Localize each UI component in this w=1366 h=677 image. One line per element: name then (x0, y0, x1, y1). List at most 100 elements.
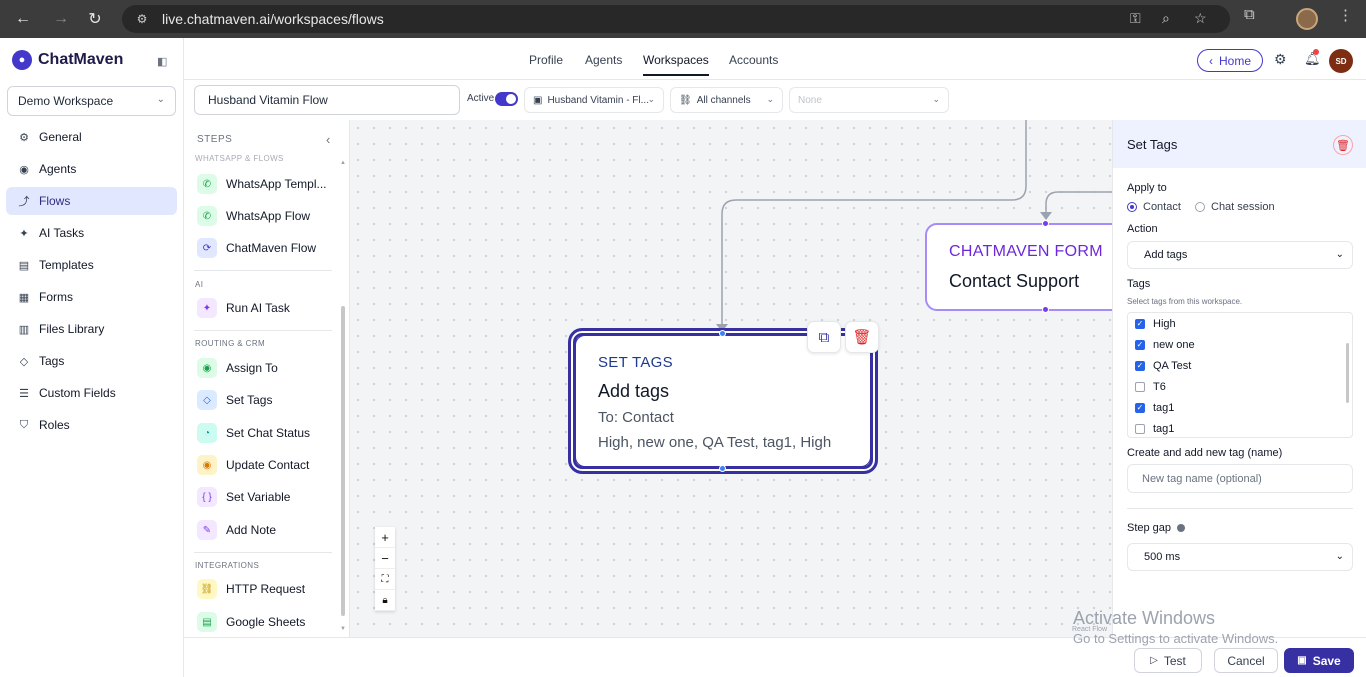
checkbox[interactable] (1135, 381, 1145, 392)
bottom-action-bar: ▷ Test Cancel ▣ Save (184, 637, 1366, 677)
test-button[interactable]: ▷ Test (1134, 648, 1202, 673)
scroll-down-icon[interactable]: ▼ (340, 626, 346, 632)
channels-select[interactable]: ⛓ All channels ⌄ (670, 87, 783, 113)
step-update-contact[interactable]: ◉Update Contact (197, 453, 309, 477)
step-http-request[interactable]: ⛓HTTP Request (197, 577, 305, 601)
key-icon[interactable]: ⚿ (1130, 10, 1141, 26)
action-select-value: Add tags (1144, 249, 1188, 261)
cancel-button[interactable]: Cancel (1214, 648, 1278, 673)
step-set-variable[interactable]: { }Set Variable (197, 485, 290, 509)
sidebar-item-flows[interactable]: ⤴Flows (6, 187, 177, 215)
save-button[interactable]: ▣ Save (1284, 648, 1354, 673)
checkbox-checked[interactable]: ✓ (1135, 360, 1145, 371)
new-tag-input[interactable]: New tag name (optional) (1127, 464, 1353, 493)
step-whatsapp-flow[interactable]: ✆WhatsApp Flow (197, 204, 310, 228)
form-output-handle[interactable] (1042, 306, 1049, 313)
info-icon[interactable] (1177, 524, 1186, 533)
step-add-note[interactable]: ✎Add Note (197, 518, 276, 542)
react-flow-attribution[interactable]: React Flow (1072, 626, 1108, 633)
set-tags-node[interactable]: SET TAGS Add tags To: Contact High, new … (568, 321, 879, 474)
address-bar[interactable]: ⚙ live.chatmaven.ai/workspaces/flows ⚿ ⌕… (122, 5, 1230, 33)
collapse-chevron-icon[interactable]: ‹ (326, 132, 331, 147)
workspace-select[interactable]: Demo Workspace ⌄ (7, 86, 176, 116)
checkbox-checked[interactable]: ✓ (1135, 402, 1145, 413)
step-run-ai-task[interactable]: ✦Run AI Task (197, 296, 290, 320)
active-toggle[interactable] (495, 92, 518, 106)
notification-bell-icon[interactable]: 🔔︎ (1304, 49, 1321, 66)
sidebar-item-ai-tasks[interactable]: ✦AI Tasks (6, 219, 177, 247)
back-icon[interactable]: ← (15, 10, 31, 27)
duplicate-icon[interactable]: ⧉ (807, 321, 841, 353)
tab-agents[interactable]: Agents (585, 53, 623, 67)
radio-contact[interactable]: Contact (1127, 201, 1181, 213)
zoom-out-icon[interactable]: − (375, 548, 395, 569)
trash-icon[interactable]: 🗑︎ (1333, 135, 1353, 155)
sidebar-item-forms[interactable]: ▦Forms (6, 283, 177, 311)
checkbox-checked[interactable]: ✓ (1135, 339, 1145, 350)
site-settings-icon[interactable]: ⚙ (136, 12, 148, 26)
sidebar-item-label: Tags (39, 354, 65, 368)
whatsapp-icon: ✆ (197, 174, 217, 194)
sidebar-toggle-icon[interactable]: ◧ (157, 56, 168, 68)
checkbox-checked[interactable]: ✓ (1135, 318, 1145, 329)
disabled-select: None ⌄ (789, 87, 949, 113)
fit-view-icon[interactable]: ⛶ (375, 569, 395, 590)
form-input-handle[interactable] (1042, 220, 1049, 227)
steps-scrollbar[interactable] (341, 306, 345, 616)
tag-option[interactable]: ✓tag1 (1128, 397, 1352, 418)
tab-profile[interactable]: Profile (529, 53, 564, 67)
step-assign-to[interactable]: ◉Assign To (197, 356, 278, 380)
scroll-up-icon[interactable]: ▲ (340, 160, 346, 166)
node-input-handle[interactable] (719, 330, 726, 337)
tab-accounts[interactable]: Accounts (729, 53, 779, 67)
settings-gear-icon[interactable]: ⚙ (1274, 51, 1287, 67)
tag-option[interactable]: ✓new one (1128, 334, 1352, 355)
sidebar-item-roles[interactable]: ⛉Roles (6, 411, 177, 439)
extensions-icon[interactable]: ⧉ (1244, 6, 1255, 23)
step-google-sheets[interactable]: ▤Google Sheets (197, 610, 305, 634)
node-output-handle[interactable] (719, 465, 726, 472)
step-chatmaven-flow[interactable]: ⟳ChatMaven Flow (197, 236, 316, 260)
browser-profile-avatar[interactable] (1296, 8, 1318, 30)
zoom-in-icon[interactable]: + (375, 527, 395, 548)
home-button[interactable]: ‹ Home (1197, 49, 1263, 72)
brand-name: ChatMaven (38, 51, 124, 68)
tag-option[interactable]: T6 (1128, 376, 1352, 397)
action-select[interactable]: Add tags ⌄ (1127, 241, 1353, 269)
browser-menu-icon[interactable]: ⋮ (1338, 7, 1353, 24)
tab-workspaces[interactable]: Workspaces (643, 53, 709, 76)
brand-logo[interactable]: ● ChatMaven (12, 50, 123, 70)
zoom-icon[interactable]: ⌕ (1162, 10, 1170, 26)
step-set-chat-status[interactable]: ◔Set Chat Status (197, 421, 310, 445)
step-set-tags[interactable]: ◇Set Tags (197, 388, 272, 412)
sidebar-item-tags[interactable]: ◇Tags (6, 347, 177, 375)
tags-scrollbar[interactable] (1346, 343, 1349, 403)
sidebar-item-templates[interactable]: ▤Templates (6, 251, 177, 279)
flow-canvas[interactable]: SET TAGS Add tags To: Contact High, new … (350, 120, 1112, 637)
tags-listbox[interactable]: ✓High ✓new one ✓QA Test T6 ✓tag1 tag1 (1127, 312, 1353, 438)
sidebar-item-custom-fields[interactable]: ☰Custom Fields (6, 379, 177, 407)
flow-name-input[interactable]: Husband Vitamin Flow (194, 85, 460, 115)
lock-icon[interactable]: 🔒︎ (375, 590, 395, 611)
workspace-name: Demo Workspace (18, 94, 114, 108)
chatmaven-form-node[interactable]: CHATMAVEN FORM Contact Support (925, 223, 1112, 311)
node-tags: High, new one, QA Test, tag1, High (598, 434, 832, 451)
radio-circle-checked (1127, 202, 1137, 212)
user-avatar[interactable]: SD (1329, 49, 1353, 73)
sidebar-item-agents[interactable]: ◉Agents (6, 155, 177, 183)
step-whatsapp-template[interactable]: ✆WhatsApp Templ... (197, 172, 327, 196)
checkbox[interactable] (1135, 423, 1145, 434)
save-label: Save (1312, 653, 1341, 668)
sidebar-item-general[interactable]: ⚙General (6, 123, 177, 151)
trash-icon[interactable]: 🗑︎ (845, 321, 879, 353)
reload-icon[interactable]: ↻ (88, 11, 102, 28)
radio-chat-session[interactable]: Chat session (1195, 201, 1275, 213)
step-gap-select[interactable]: 500 ms ⌄ (1127, 543, 1353, 571)
flow-select[interactable]: ▣ Husband Vitamin - Fl... ⌄ (524, 87, 664, 113)
tag-option[interactable]: ✓QA Test (1128, 355, 1352, 376)
tag-option[interactable]: tag1 (1128, 418, 1352, 437)
tag-option[interactable]: ✓High (1128, 313, 1352, 334)
sidebar-item-files-library[interactable]: ▥Files Library (6, 315, 177, 343)
bookmark-star-icon[interactable]: ☆ (1194, 10, 1207, 26)
forward-icon[interactable]: → (53, 10, 69, 27)
